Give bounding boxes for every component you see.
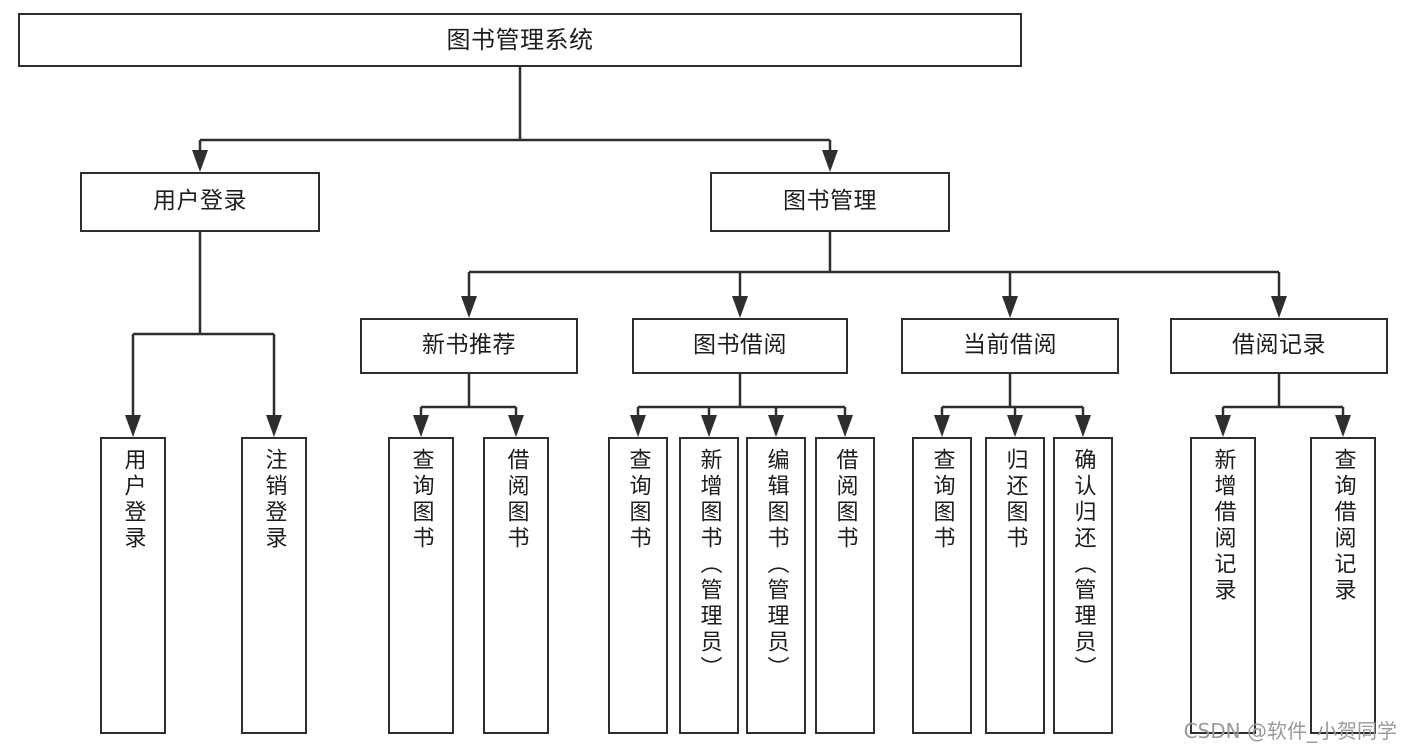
arrowhead-leaf-return-book [1007, 415, 1023, 437]
arrowhead-leaf-add-book [701, 415, 717, 437]
node-book-manage[interactable]: 图书管理 [710, 172, 950, 232]
arrowhead-leaf-confirm-return [1075, 415, 1091, 437]
arrowhead-leaf-add-record [1215, 415, 1231, 437]
node-leaf-query-book-3[interactable]: 查询图书 [912, 437, 972, 734]
node-label: 图书借阅 [693, 332, 787, 359]
node-label: 用户登录 [153, 188, 247, 215]
node-leaf-add-record[interactable]: 新增借阅记录 [1190, 437, 1256, 734]
node-leaf-borrow-book-2[interactable]: 借阅图书 [815, 437, 875, 734]
node-leaf-query-book-2[interactable]: 查询图书 [608, 437, 668, 734]
node-root[interactable]: 图书管理系统 [18, 13, 1022, 67]
node-label: 查询图书 [408, 448, 434, 552]
arrowhead-new-book-rec [461, 296, 477, 318]
node-label: 查询借阅记录 [1330, 448, 1356, 604]
node-leaf-return-book[interactable]: 归还图书 [985, 437, 1045, 734]
arrowhead-current-borrow [1002, 296, 1018, 318]
arrowhead-leaf-user-login [125, 415, 141, 437]
node-leaf-user-login[interactable]: 用户登录 [100, 437, 166, 734]
node-current-borrow[interactable]: 当前借阅 [901, 318, 1119, 374]
node-label: 编辑图书（管理员） [763, 448, 789, 682]
node-label: 新增借阅记录 [1210, 448, 1236, 604]
node-label: 当前借阅 [963, 332, 1057, 359]
node-leaf-query-record[interactable]: 查询借阅记录 [1310, 437, 1376, 734]
node-leaf-add-book[interactable]: 新增图书（管理员） [679, 437, 739, 734]
node-book-borrow[interactable]: 图书借阅 [632, 318, 848, 374]
node-new-book-rec[interactable]: 新书推荐 [360, 318, 578, 374]
node-label: 借阅图书 [832, 448, 858, 552]
arrowhead-book-manage [822, 150, 838, 172]
arrowhead-user-login [192, 150, 208, 172]
node-label: 确认归还（管理员） [1070, 448, 1096, 682]
arrowhead-borrow-record [1271, 296, 1287, 318]
node-user-login[interactable]: 用户登录 [80, 172, 320, 232]
arrowhead-leaf-user-logout [266, 415, 282, 437]
node-label: 注销登录 [261, 448, 287, 552]
node-label: 新增图书（管理员） [696, 448, 722, 682]
node-label: 新书推荐 [422, 332, 516, 359]
arrowhead-leaf-query-book-1 [413, 415, 429, 437]
node-label: 查询图书 [625, 448, 651, 552]
node-label: 用户登录 [120, 448, 146, 552]
node-label: 归还图书 [1002, 448, 1028, 552]
arrowhead-leaf-query-book-2 [630, 415, 646, 437]
arrowhead-leaf-borrow-book-2 [837, 415, 853, 437]
node-label: 图书管理 [783, 188, 877, 215]
node-leaf-borrow-book-1[interactable]: 借阅图书 [483, 437, 549, 734]
node-label: 查询图书 [929, 448, 955, 552]
arrowhead-leaf-edit-book [768, 415, 784, 437]
node-label: 借阅图书 [503, 448, 529, 552]
node-label: 借阅记录 [1232, 332, 1326, 359]
node-label: 图书管理系统 [446, 25, 594, 54]
node-leaf-edit-book[interactable]: 编辑图书（管理员） [746, 437, 806, 734]
node-leaf-query-book-1[interactable]: 查询图书 [388, 437, 454, 734]
node-leaf-confirm-return[interactable]: 确认归还（管理员） [1053, 437, 1113, 734]
arrowhead-leaf-query-book-3 [934, 415, 950, 437]
node-leaf-user-logout[interactable]: 注销登录 [241, 437, 307, 734]
arrowhead-book-borrow [732, 296, 748, 318]
arrowhead-leaf-query-record [1335, 415, 1351, 437]
arrowhead-leaf-borrow-book-1 [508, 415, 524, 437]
node-borrow-record[interactable]: 借阅记录 [1170, 318, 1388, 374]
